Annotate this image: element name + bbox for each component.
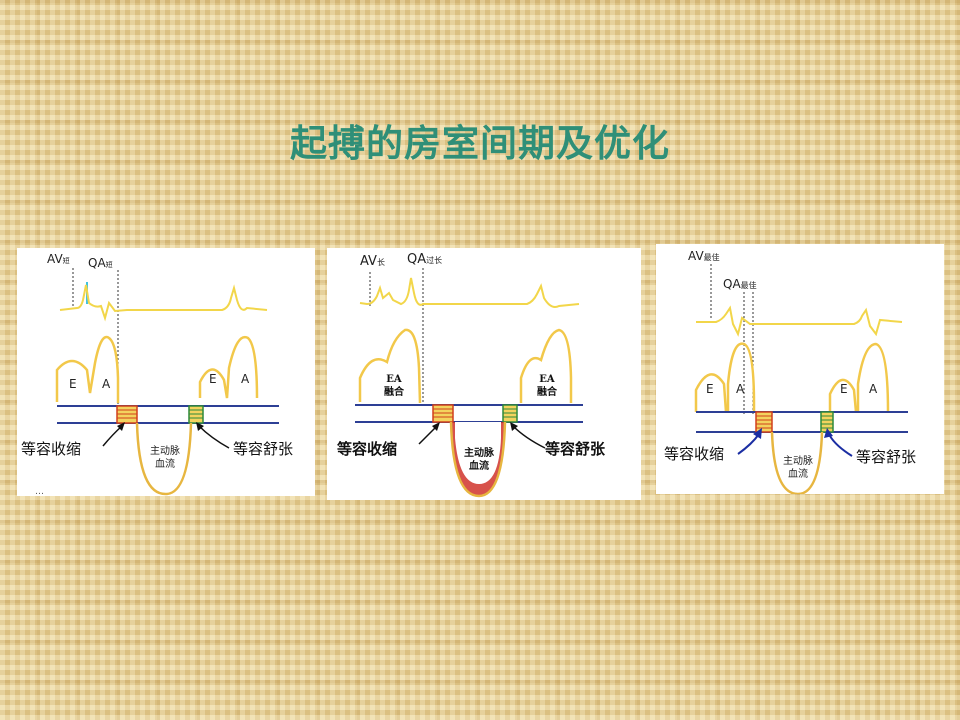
mitral-flow-waves [55,335,259,403]
relaxation-arrow [829,435,853,457]
qa-label: QA短 [88,256,113,270]
isovolumic-relaxation-label: 等容舒张 [545,440,606,458]
panel-footer-fragment: … [35,487,44,496]
ecg-trace [59,284,268,322]
contraction-hatch [117,409,137,419]
contraction-arrowhead [753,428,762,439]
wave-e-label: E [69,377,77,391]
contraction-arrowhead [117,422,125,431]
isovolumic-contraction-label: 等容收缩 [337,440,397,458]
isovolumic-contraction-label: 等容收缩 [21,440,81,458]
av-label: AV长 [360,254,385,269]
panel-1-figure: AV短 QA短 E A E A 主动脉血流 等容收缩 等容舒张 … [17,248,315,496]
diagram-panel-av-short: AV短 QA短 E A E A 主动脉血流 等容收缩 等容舒张 … [17,248,315,496]
relaxation-arrowhead [824,428,833,438]
panel-3-figure: AV最佳 QA最佳 E A E A 主动脉血流 等容收缩 等容舒张 [656,244,944,494]
aortic-flow-curve [135,422,193,496]
ecg-trace [696,305,903,337]
aortic-flow-label: 主动脉血流 [783,454,813,480]
isovolumic-relaxation-label: 等容舒张 [856,448,916,466]
ecg-trace [359,277,580,308]
contraction-arrowhead [432,422,440,431]
relaxation-arrowhead [510,422,518,431]
wave-a-label: A [102,377,111,391]
contraction-hatch [433,408,453,418]
relaxation-hatch [821,415,833,429]
isovolumic-relaxation-label: 等容舒张 [233,440,293,458]
qa-label: QA最佳 [723,277,757,291]
diagram-panel-av-optimal: AV最佳 QA最佳 E A E A 主动脉血流 等容收缩 等容舒张 [656,244,944,494]
panel-background [656,244,944,494]
aortic-flow-label: 主动脉血流 [464,446,495,472]
av-label: AV最佳 [688,249,720,263]
wave-e2-label: E [209,372,217,386]
contraction-hatch [756,415,772,429]
aortic-flow-label: 主动脉血流 [150,444,180,470]
wave-e2-label: E [840,382,848,396]
mitral-flow-waves [358,328,573,404]
isovolumic-contraction-label: 等容收缩 [664,445,724,463]
aortic-flow-curve [770,431,824,494]
panel-background [17,248,315,496]
wave-a2-label: A [869,382,878,396]
page-title: 起搏的房室间期及优化 [290,122,670,165]
relaxation-hatch [503,408,517,418]
wave-e-label: E [706,382,714,396]
qa-label: QA过长 [407,252,442,267]
mitral-flow-waves [694,342,890,413]
aortic-flow-curve [449,421,507,498]
wave-a2-label: A [241,372,250,386]
relaxation-hatch [189,409,203,419]
isovolumic-contraction-zone [755,411,773,433]
av-label: AV短 [47,252,70,266]
relaxation-arrowhead [196,422,204,431]
aortic-flow-inner [455,422,501,484]
wave-a-label: A [736,382,745,396]
